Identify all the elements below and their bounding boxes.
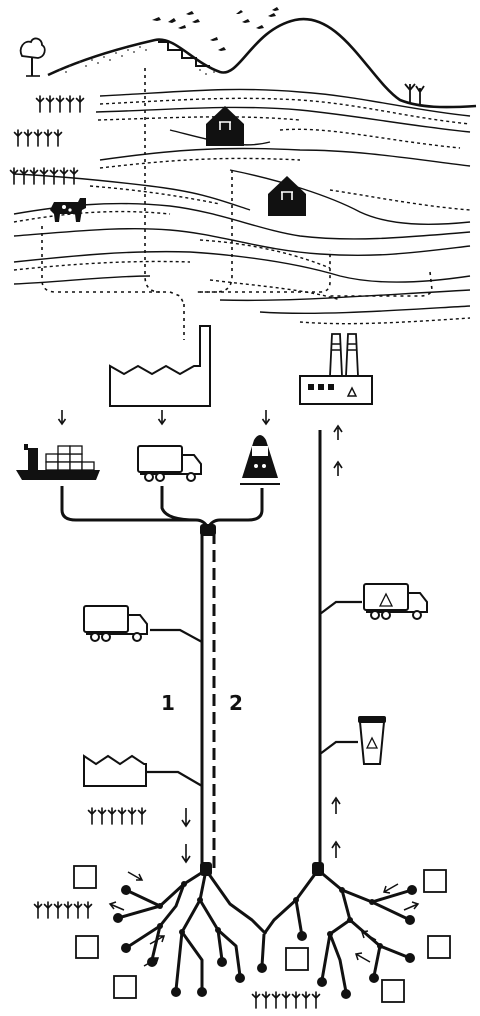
landscape-scene	[11, 7, 477, 340]
bin-icon	[320, 716, 386, 764]
crop-icon	[11, 96, 84, 184]
factory-icon	[110, 326, 210, 406]
truck-icon	[138, 446, 201, 481]
bird-icon	[152, 7, 279, 51]
junction-node	[200, 524, 216, 536]
incinerator-icon	[300, 334, 372, 404]
tree-icon	[21, 38, 45, 76]
crop-icon	[89, 808, 146, 824]
small-tree-icon	[405, 84, 424, 104]
barn-icon	[206, 106, 244, 146]
hill-horizon	[48, 19, 476, 107]
recycling-truck-icon	[320, 584, 427, 619]
train-icon	[240, 435, 280, 484]
return-arrows	[332, 426, 342, 858]
delivery-arrows	[182, 808, 190, 862]
cow-icon	[50, 198, 86, 222]
barn-icon	[268, 176, 306, 216]
truck-icon	[84, 606, 147, 641]
route-2-label: 2	[229, 691, 243, 715]
shop-icon	[84, 756, 202, 786]
inbound-arrows	[59, 410, 270, 424]
supply-pipes	[62, 430, 320, 868]
ship-icon	[16, 444, 100, 480]
route-1-label: 1	[161, 691, 175, 715]
